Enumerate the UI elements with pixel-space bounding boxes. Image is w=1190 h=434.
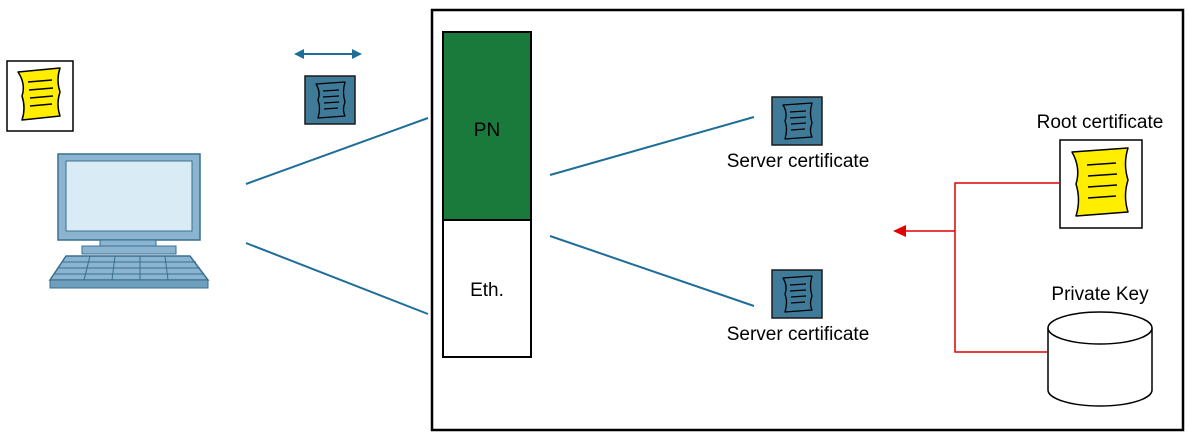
private-key-database-icon [1047,311,1153,407]
eth-interface [442,219,532,358]
pn-interface [442,31,532,221]
pc-certificate-icon [6,60,74,132]
pn-to-server-cert-line [549,116,755,176]
eth-to-server-cert-line [549,235,755,307]
pc-to-eth-line [245,242,429,315]
pc-to-pn-line [245,117,429,185]
pn-label: PN [474,120,500,141]
root-certificate-label: Root certificate [1037,112,1164,133]
server-certificate-bottom-label: Server certificate [727,324,870,345]
transfer-certificate-icon [304,75,356,125]
server-certificate-bottom-icon [771,269,823,319]
server-certificate-top-label: Server certificate [727,151,870,172]
connection-lines [245,116,755,315]
computer-icon [48,153,210,289]
eth-label: Eth. [470,280,504,301]
root-certificate-icon [1059,139,1143,229]
private-key-label: Private Key [1051,284,1149,305]
server-certificate-top-icon [771,96,823,146]
double-arrow-icon [294,49,362,59]
key-connection-arrow [893,182,1060,353]
